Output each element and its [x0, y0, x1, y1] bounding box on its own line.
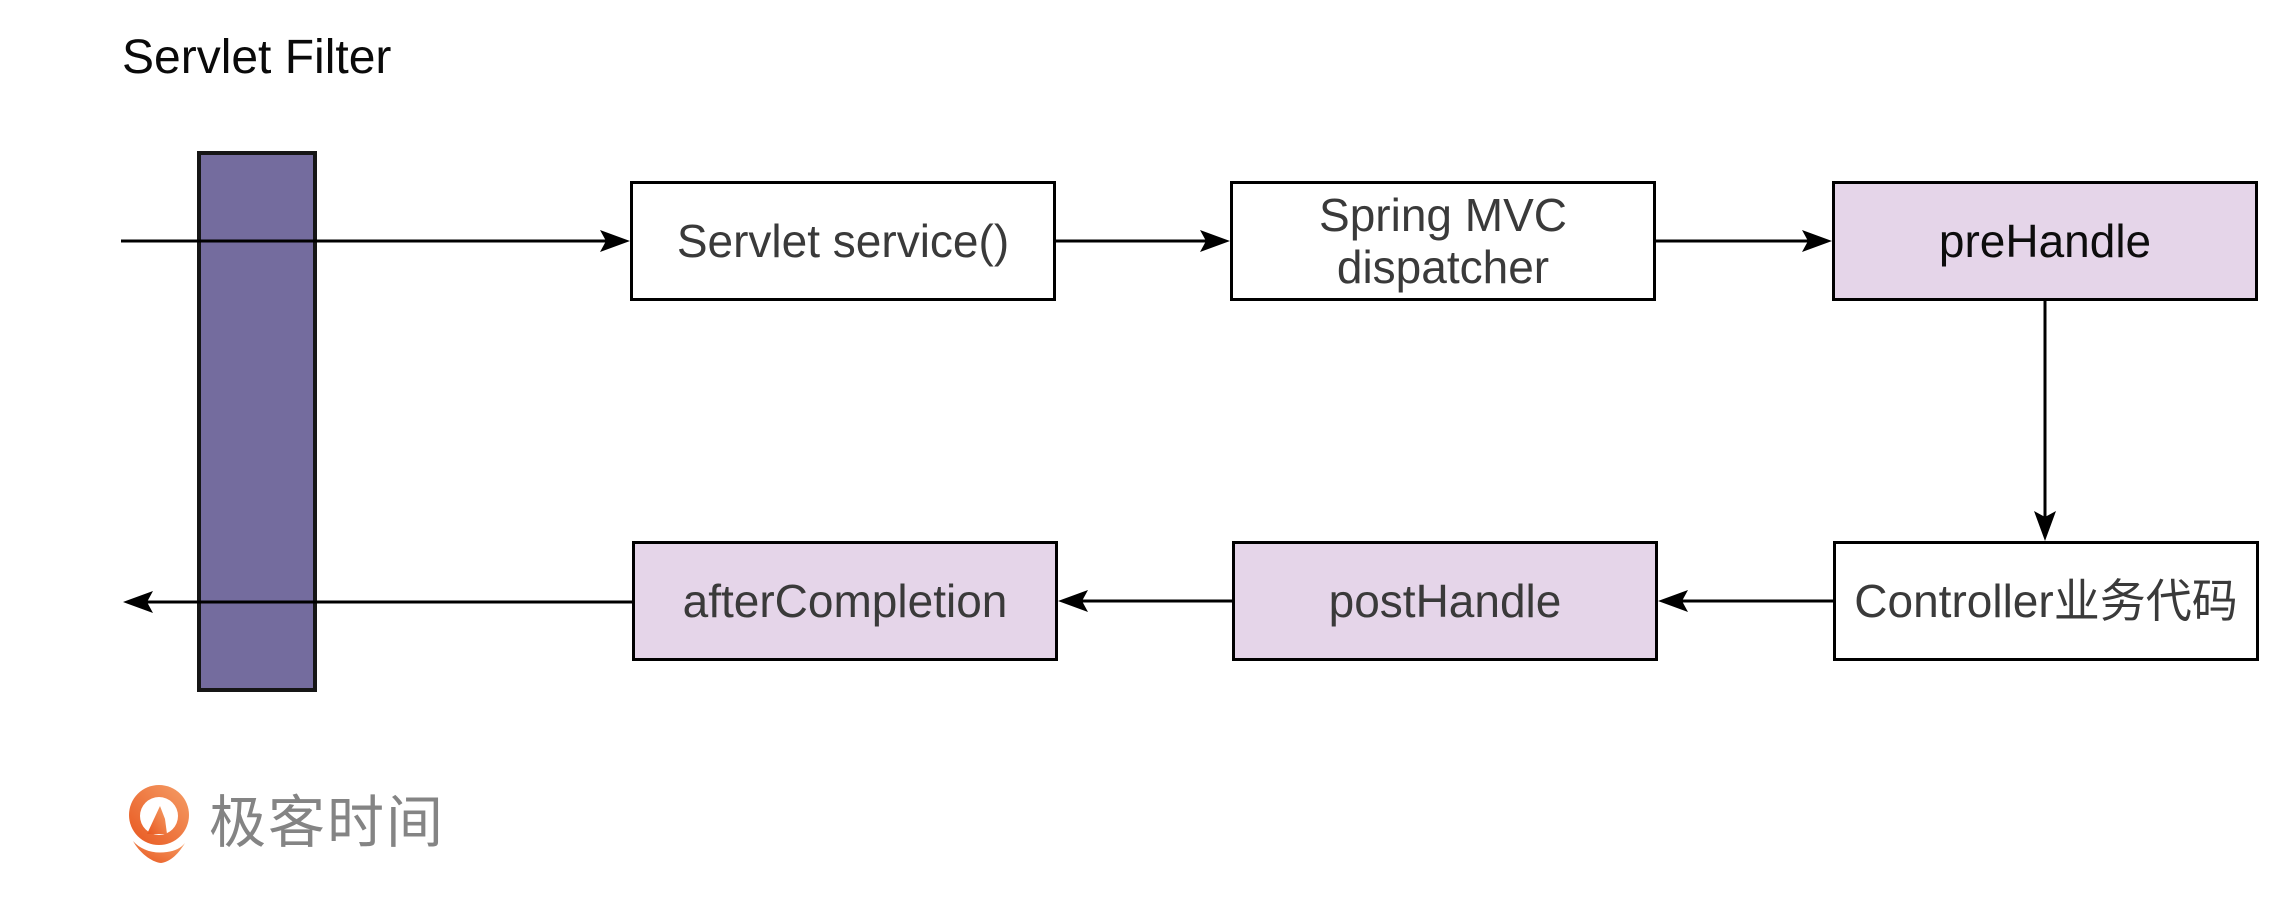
node-aftercompletion: afterCompletion [632, 541, 1058, 661]
geektime-logo-icon [129, 785, 189, 863]
node-servlet-service-label: Servlet service() [676, 215, 1010, 267]
node-controller: Controller业务代码 [1833, 541, 2259, 661]
node-controller-label: Controller业务代码 [1854, 575, 2238, 627]
geektime-logo-text: 极客时间 [209, 791, 445, 855]
node-spring-mvc-dispatcher: Spring MVC dispatcher [1230, 181, 1656, 301]
geektime-logo: 极客时间 [123, 782, 445, 864]
arrow-controller-to-posthandle [1658, 590, 1833, 612]
node-spring-mvc-dispatcher-label: Spring MVC dispatcher [1319, 189, 1567, 293]
arrow-posthandle-to-aftercompletion [1058, 590, 1232, 612]
node-aftercompletion-label: afterCompletion [682, 575, 1008, 627]
node-posthandle: postHandle [1232, 541, 1658, 661]
arrow-prehandle-to-controller [2034, 301, 2056, 541]
diagram-title: Servlet Filter [122, 31, 392, 84]
node-posthandle-label: postHandle [1328, 575, 1562, 627]
arrow-dispatcher-to-prehandle [1656, 230, 1832, 252]
node-prehandle: preHandle [1832, 181, 2258, 301]
arrow-service-to-dispatcher [1056, 230, 1230, 252]
servlet-filter-bar [197, 151, 317, 692]
node-servlet-service: Servlet service() [630, 181, 1056, 301]
node-prehandle-label: preHandle [1938, 215, 2152, 267]
